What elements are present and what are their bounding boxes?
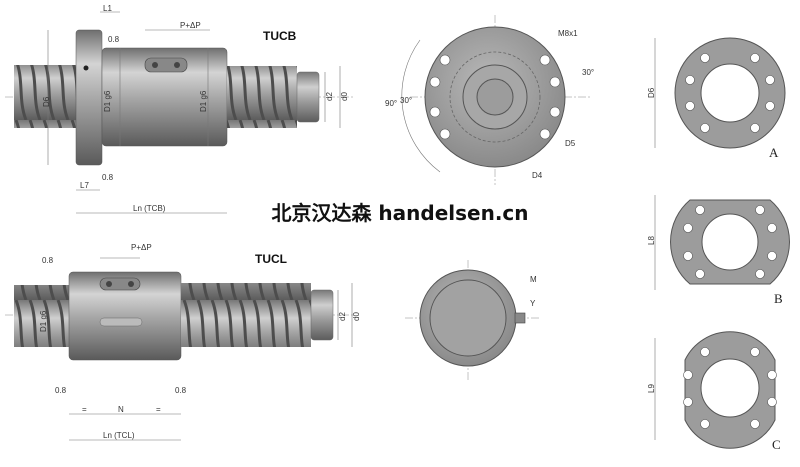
- tucb-tol1: 0.8: [108, 35, 120, 44]
- tucb-flange: [75, 29, 103, 166]
- side-Y: Y: [530, 299, 536, 308]
- variant-b: L8 B: [647, 195, 790, 306]
- tucb-D6: D6: [42, 96, 51, 107]
- tucl-left-thread: [14, 285, 69, 347]
- variant-a-letter: A: [769, 145, 779, 160]
- tucl-eq-right: =: [156, 405, 161, 414]
- tucb-right-thread: [227, 66, 297, 128]
- side-end-view: M Y: [405, 260, 540, 380]
- tucb-L7: L7: [80, 181, 89, 190]
- tucb-D1-right: D1 g6: [199, 90, 208, 112]
- tucl-title: TUCL: [255, 252, 287, 266]
- tucl-tol1: 0.8: [42, 256, 54, 265]
- tucl-return-tube: [99, 277, 141, 291]
- tucb-lead-pitch: P+ΔP: [180, 21, 201, 30]
- variant-b-letter: B: [774, 291, 783, 306]
- tucb-return-tube: [144, 57, 188, 73]
- tucb-tol2: 0.8: [102, 173, 114, 182]
- tucb-shaft-end: [296, 71, 320, 123]
- tucl-d2: d2: [338, 312, 347, 321]
- variant-c-letter: C: [772, 437, 781, 452]
- flange-M8x1: M8x1: [558, 29, 578, 38]
- tucb-drawing: TUCB L1 0.8 P+ΔP D6 D1 g6 D1 g6 d2 d0 L: [5, 4, 355, 214]
- flange-angle-30-left: 30°: [400, 96, 412, 105]
- variant-a-dim: D6: [647, 87, 656, 98]
- tucl-shaft-end: [310, 289, 334, 341]
- tucl-eq-left: =: [82, 405, 87, 414]
- variant-c: L9 C: [647, 331, 781, 452]
- variant-b-dim: L8: [647, 236, 656, 245]
- tucl-key-slot: [99, 317, 143, 327]
- tucb-lube-hole: [83, 65, 89, 71]
- variant-c-dim: L9: [647, 384, 656, 393]
- tucl-right-thread: [181, 283, 311, 347]
- tucb-left-thread: [14, 65, 76, 128]
- tucb-Ln: Ln (TCB): [133, 204, 166, 213]
- side-key: [514, 312, 526, 324]
- flange-bolt-holes: [429, 54, 561, 140]
- flange-D4: D4: [532, 171, 543, 180]
- tucl-drawing: TUCL 0.8 P+ΔP D1 g6 d2 d0 0.8 0.8 = N = …: [5, 243, 361, 441]
- side-M: M: [530, 275, 537, 284]
- watermark-text: 北京汉达森 handelsen.cn: [271, 201, 529, 225]
- tucl-tol3: 0.8: [175, 386, 187, 395]
- variant-a: D6 A: [647, 37, 786, 160]
- tucl-N: N: [118, 405, 124, 414]
- flange-D5: D5: [565, 139, 576, 148]
- tucl-tol2: 0.8: [55, 386, 67, 395]
- tucl-Ln: Ln (TCL): [103, 431, 135, 440]
- tucb-D1-left: D1 g6: [103, 90, 112, 112]
- tucb-label-L1: L1: [103, 4, 112, 13]
- tucl-d0: d0: [352, 312, 361, 321]
- flange-angle-90: 90°: [385, 99, 397, 108]
- flange-angle-30-right: 30°: [582, 68, 594, 77]
- tucl-lead-pitch: P+ΔP: [131, 243, 152, 252]
- tucl-D1: D1 g6: [39, 310, 48, 332]
- tucb-title: TUCB: [263, 29, 297, 43]
- tucb-d2: d2: [325, 92, 334, 101]
- tucb-d0: d0: [340, 92, 349, 101]
- flange-end-view: M8x1 30° 90° 30° D5 D4: [385, 15, 594, 185]
